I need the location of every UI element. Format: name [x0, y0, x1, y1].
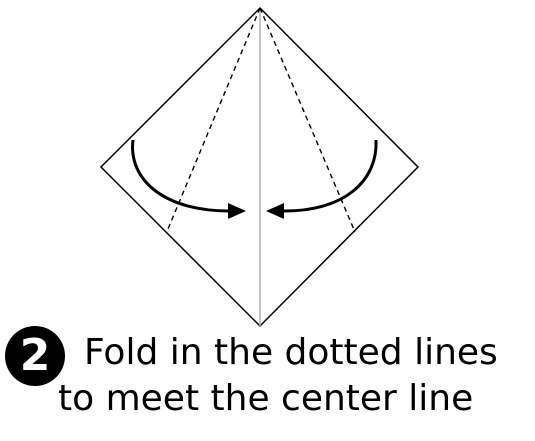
curved-arrow-right-icon	[131, 139, 246, 219]
instruction-line-2: to meet the center line	[58, 378, 474, 419]
instruction-line-1: Fold in the dotted lines	[84, 332, 498, 373]
fold-line-right	[259, 7, 356, 233]
curved-arrow-left-icon	[266, 139, 378, 219]
step-number: 2	[19, 330, 51, 381]
step-number-badge: 2	[5, 326, 65, 386]
fold-line-left	[167, 7, 261, 230]
